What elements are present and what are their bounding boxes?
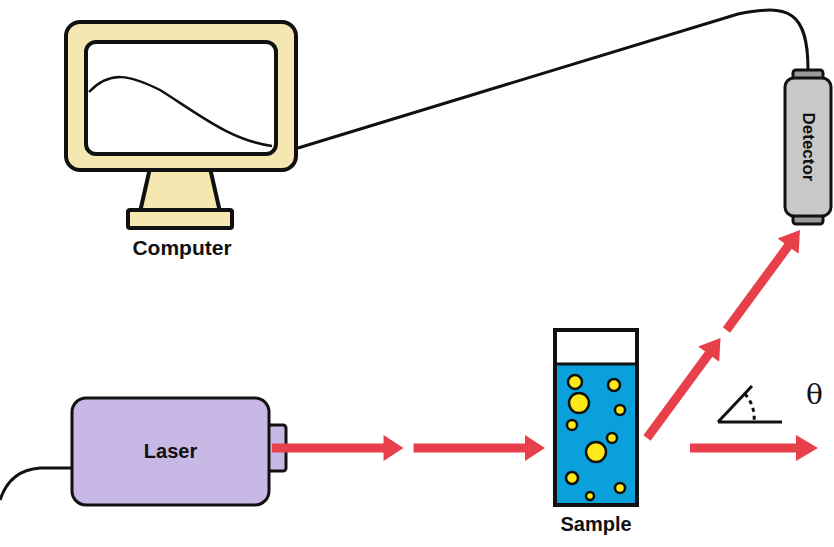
laser-body bbox=[72, 398, 286, 505]
node-box: Laser bbox=[72, 398, 269, 505]
light-beam bbox=[647, 230, 800, 438]
node-label: Computer bbox=[66, 236, 298, 260]
node-box: Computer bbox=[66, 22, 298, 172]
signal-cable bbox=[298, 10, 808, 148]
node-label: Detector bbox=[798, 113, 818, 182]
detector-body bbox=[785, 70, 831, 224]
node-label: Laser bbox=[144, 440, 197, 463]
angle-label: θ bbox=[806, 378, 823, 411]
light-beam bbox=[272, 435, 545, 461]
node-box: Sample bbox=[555, 330, 637, 505]
angle-mark bbox=[718, 386, 782, 422]
power-cable bbox=[0, 468, 72, 500]
cuvette bbox=[555, 330, 637, 505]
node-box: Detector bbox=[785, 78, 831, 216]
transmitted-beam bbox=[690, 435, 818, 461]
monitor bbox=[66, 22, 296, 228]
node-label: Sample bbox=[525, 513, 667, 536]
